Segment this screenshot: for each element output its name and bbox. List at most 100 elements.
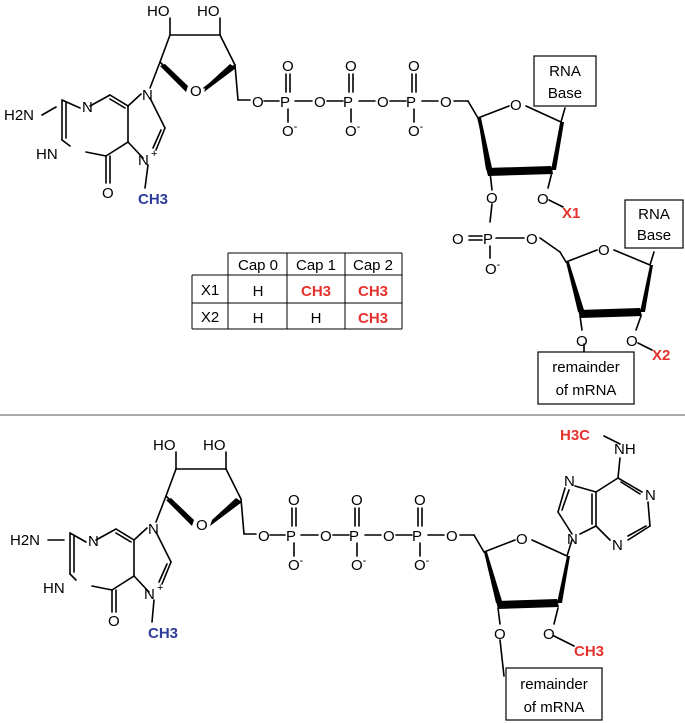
top-link-po: O: [452, 231, 464, 248]
top-ribose2-o2: O: [626, 333, 638, 350]
rna-base-line1: RNA: [549, 63, 581, 80]
bottom-ribose-o: O: [516, 531, 528, 548]
top-ribose-1: [477, 105, 566, 223]
top-o-b: O: [314, 94, 326, 111]
top-h2n-label: H2N: [4, 107, 34, 124]
top-guanine-ring: [41, 93, 166, 189]
top-n9-label: N: [142, 87, 153, 104]
top-p-a: P: [280, 94, 290, 111]
bottom-triphosphate: [269, 507, 485, 557]
top-link-p: P: [483, 231, 493, 248]
top-x1-label: X1: [562, 205, 580, 222]
bottom-remainder-line1: remainder: [520, 676, 588, 693]
top-po-b: O: [345, 58, 357, 75]
top-o-a: O: [252, 94, 264, 111]
bottom-remainder-line2: of mRNA: [524, 699, 585, 716]
top-p-c: P: [406, 94, 416, 111]
top-cap-3oh: HO: [197, 3, 220, 20]
bottom-p-b: P: [349, 528, 359, 545]
bottom-po-a: O: [288, 492, 300, 509]
top-po-c: O: [408, 58, 420, 75]
bottom-adenine-n9: N: [567, 531, 578, 548]
table-row2-cap2: CH3: [358, 310, 388, 327]
top-rna-base-box-1: RNA Base: [533, 55, 597, 107]
table-header-cap2: Cap 2: [353, 257, 393, 274]
table-row2-label: X2: [201, 309, 219, 326]
top-x2-label: X2: [652, 347, 670, 364]
bottom-carbonyl-o: O: [108, 613, 120, 630]
bottom-n6-methyl: H3C: [560, 427, 590, 444]
top-o-d: O: [440, 94, 452, 111]
bottom-adenine-n3: N: [612, 537, 623, 554]
rna-base-line2: Base: [548, 85, 582, 102]
bottom-2o-methyl: CH3: [574, 643, 604, 660]
top-n7-label: N: [138, 152, 149, 169]
top-remainder-line2: of mRNA: [556, 382, 617, 399]
top-carbonyl-o: O: [102, 185, 114, 202]
bottom-cap-structure: H2N N N HN N + O CH3 HO HO O: [10, 427, 656, 721]
bottom-ribose-o3: O: [494, 626, 506, 643]
bottom-pom-c: O-: [414, 555, 430, 574]
top-po-a: O: [282, 58, 294, 75]
cap-table: Cap 0 Cap 1 Cap 2 X1 H CH3 CH3 X2 H H CH…: [191, 252, 403, 330]
top-n1-label: N: [82, 99, 93, 116]
bottom-cap-3oh: HO: [203, 437, 226, 454]
top-linking-phosphate: [468, 235, 567, 263]
bottom-cap-ring-o: O: [196, 517, 208, 534]
top-n7-methyl: CH3: [138, 191, 168, 208]
top-cap-structure: H2N N N HN N + O CH3 HO HO O: [4, 3, 684, 405]
top-hn-label: HN: [36, 146, 58, 163]
top-link-ominus: O-: [485, 259, 501, 278]
top-link-o: O: [526, 231, 538, 248]
bottom-n1-label: N: [88, 533, 99, 550]
top-p-b: P: [343, 94, 353, 111]
bottom-adenine-n1: N: [645, 487, 656, 504]
bottom-po-c: O: [414, 492, 426, 509]
bottom-o-c: O: [383, 528, 395, 545]
bottom-p-c: P: [412, 528, 422, 545]
top-ribose1-o3: O: [486, 190, 498, 207]
table-row2-cap1: H: [311, 310, 322, 327]
top-triphosphate: [263, 73, 479, 123]
bottom-adenine-nh: NH: [614, 441, 636, 458]
top-pom-b: O-: [345, 121, 361, 140]
bottom-p-a: P: [286, 528, 296, 545]
bottom-po-b: O: [351, 492, 363, 509]
top-pom-a: O-: [282, 121, 298, 140]
top-ribose-2: [565, 249, 655, 353]
top-ribose1-o2: O: [537, 191, 549, 208]
top-cap-ribose: [149, 17, 251, 101]
bottom-o-b: O: [320, 528, 332, 545]
bottom-ribose: [483, 539, 575, 677]
bottom-o-d: O: [446, 528, 458, 545]
top-ribose2-o: O: [598, 242, 610, 259]
table-header-cap1: Cap 1: [296, 257, 336, 274]
bottom-adenine-n7: N: [564, 473, 575, 490]
bottom-h2n-label: H2N: [10, 532, 40, 549]
top-cap-ring-o: O: [190, 83, 202, 100]
table-row1-cap2: CH3: [358, 283, 388, 300]
top-rna-base-box-2: RNA Base: [624, 199, 684, 249]
bottom-ribose-o2: O: [543, 626, 555, 643]
top-pom-c: O-: [408, 121, 424, 140]
top-o-c: O: [377, 94, 389, 111]
table-row1-cap0: H: [253, 283, 264, 300]
bottom-n7-plus: +: [157, 582, 163, 594]
bottom-cap-ribose: [155, 451, 257, 535]
bottom-n7-label: N: [144, 586, 155, 603]
top-ribose1-o: O: [510, 97, 522, 114]
bottom-pom-a: O-: [288, 555, 304, 574]
bottom-cap-2oh: HO: [153, 437, 176, 454]
rna-base2-line2: Base: [637, 227, 671, 244]
top-cap-2oh: HO: [147, 3, 170, 20]
table-row2-cap0: H: [253, 310, 264, 327]
bottom-o-a: O: [258, 528, 270, 545]
top-n7-plus: +: [151, 148, 157, 160]
bottom-remainder-box: remainder of mRNA: [505, 667, 603, 721]
bottom-hn-label: HN: [43, 580, 65, 597]
bottom-n7-methyl: CH3: [148, 625, 178, 642]
bottom-adenine-ring: [557, 435, 651, 541]
top-ribose2-o3: O: [576, 333, 588, 350]
bottom-n9-label: N: [148, 521, 159, 538]
